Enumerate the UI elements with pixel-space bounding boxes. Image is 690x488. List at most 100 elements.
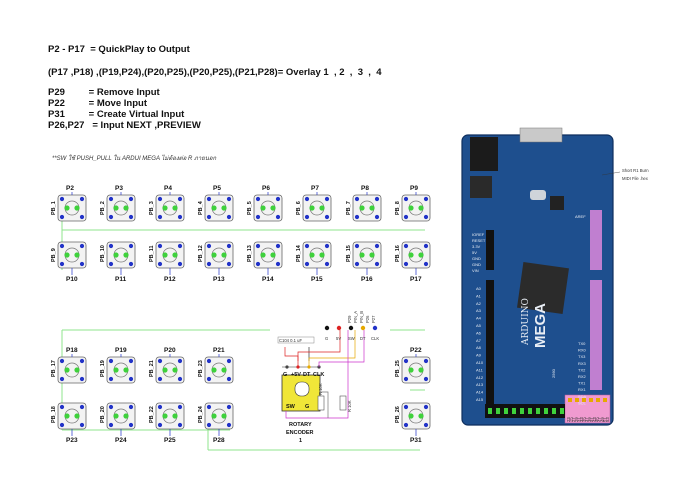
button-pin-label: P22 [410,347,422,354]
button-pin [108,376,114,382]
button-contact [418,367,424,373]
button-pin-label: P31 [410,437,422,444]
button-pin-label: P18 [66,347,78,354]
pushpull-note: **SW ใช้ PUSH_PULL ใน ARDUI MEGA ไม่ต้อง… [52,156,217,162]
button-pin [59,422,65,428]
button-pin [206,404,212,410]
button-pin [128,243,134,249]
header-pin-g [324,325,330,331]
button-pin-label: P12 [164,276,176,283]
button-pin-label: P20 [164,347,176,354]
button-pin [177,358,183,364]
button-contact [309,252,315,258]
button-pin [108,422,114,428]
board-pin-dot [560,408,564,414]
analog-pin-label: A13 [476,382,484,387]
button-pin [59,404,65,410]
button-pin [423,261,429,267]
button-side-label: PB_18 [51,406,57,423]
button-pin [255,214,261,220]
button-contact [162,252,168,258]
button-contact [260,252,266,258]
button-pin-label: P9 [410,185,418,192]
header-label-5v: 5V [336,336,341,341]
button-contact [418,413,424,419]
header-pin-pinb: PIN_B [359,311,364,323]
header-label-g: G [325,336,328,341]
analog-pin-label: A6 [476,330,482,335]
board-brand: ARDUINO [521,298,531,346]
button-side-label: PB_23 [198,360,204,377]
button-contact [211,413,217,419]
power-pin-label: GND [472,262,481,267]
board-pin-dot [568,398,572,402]
button-contact [408,413,414,419]
button-contact [64,413,70,419]
button-contact [211,252,217,258]
button-side-label: PB_8 [395,201,401,215]
button-pb-2: PB_2P3 [100,185,136,222]
encoder-pin-g2: G [305,404,309,410]
power-pin-label: GND [472,256,481,261]
resistor-2-label: R 10K [347,400,352,412]
button-side-label: PB_22 [149,406,155,423]
board-label: 2560 [551,368,556,378]
arduino-mega-board: ARDUINO MEGA 2560 AREF A0A1A2A3A4A5A6A7A… [461,127,649,426]
button-pin [157,376,163,382]
header-number: 35 [582,417,587,422]
board-pin-dot [596,398,600,402]
button-contact [270,205,276,211]
button-pin-label: P2 [66,185,74,192]
button-side-label: PB_24 [198,405,204,423]
analog-pin-label: A10 [476,360,484,365]
button-pin [423,214,429,220]
reset-button[interactable] [550,196,564,210]
analog-pin-label: A2 [476,301,482,306]
button-contact [113,205,119,211]
button-contact [408,367,414,373]
button-pin [206,376,212,382]
button-contact [172,205,178,211]
button-pin [128,358,134,364]
button-pin [206,358,212,364]
button-pin [108,214,114,220]
board-annotation-1: Short R1 Burn [622,168,649,173]
button-pin-label: P25 [164,437,176,444]
comm-pin-label: TX2 [578,367,586,372]
resistor-1-label: R 10K [318,383,323,395]
button-side-label: PB_15 [346,245,352,262]
board-pin-dot [603,398,607,402]
header-number: 31 [576,417,581,422]
power-pin-label: 5V [472,250,477,255]
analog-pin-label: A8 [476,345,482,350]
button-contact [221,367,227,373]
button-side-label: PB_12 [198,245,204,262]
button-pb-3: PB_3P4 [149,185,185,222]
comm-pin-label: TX3 [578,354,586,359]
button-pin [403,422,409,428]
button-side-label: PB_20 [100,406,106,423]
crystal [530,190,546,200]
board-pin-dots [488,398,607,414]
button-contact [74,205,80,211]
analog-pin-label: A5 [476,323,482,328]
button-side-label: PB_13 [247,245,253,262]
comm-pin-label: SCL [578,400,587,405]
button-contact [260,205,266,211]
button-pin [157,404,163,410]
header-number: 45 [595,417,600,422]
button-pin [374,196,380,202]
button-pin [354,243,360,249]
button-pin [324,196,330,202]
button-side-label: PB_11 [149,245,155,262]
button-pin [157,243,163,249]
board-annotation-2: MIDI File .hex [622,176,649,181]
button-pin-label: P13 [213,276,225,283]
button-side-label: PB_14 [296,244,302,262]
header-number: 47 [597,417,602,422]
